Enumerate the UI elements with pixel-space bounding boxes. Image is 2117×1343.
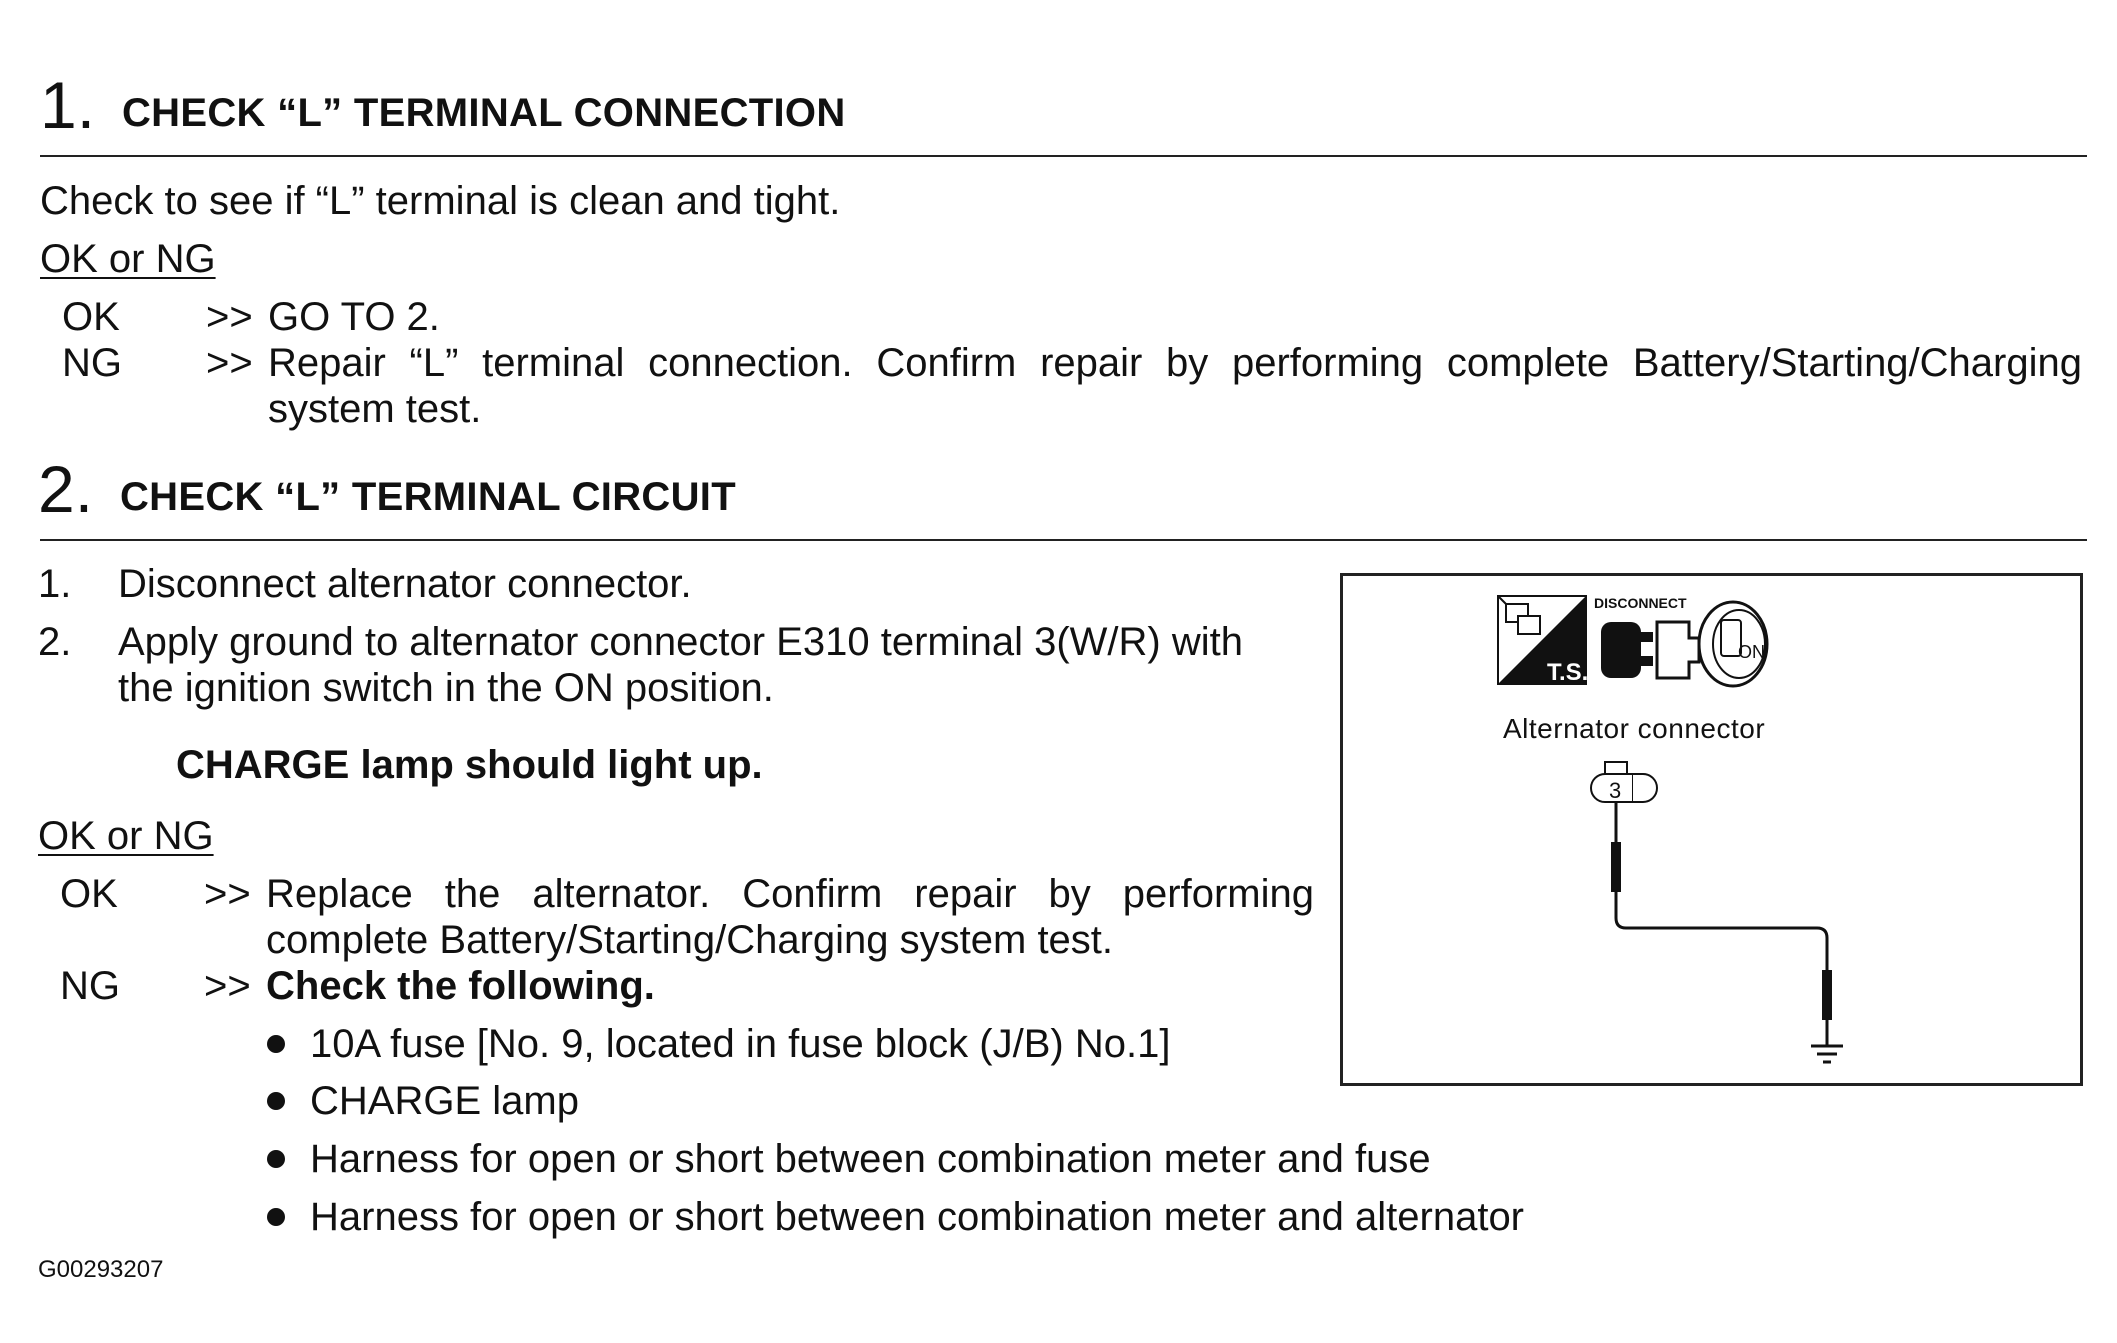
step-2-item-2-number: 2. xyxy=(38,620,72,664)
terminal-number: 3 xyxy=(1609,778,1621,803)
disconnect-label: DISCONNECT xyxy=(1594,595,1687,611)
step-2-item-2-text: Apply ground to alternator connector E31… xyxy=(118,620,1243,664)
step-1-ok-code: OK xyxy=(62,295,120,339)
step-2-ng-code: NG xyxy=(60,964,120,1008)
alternator-connector-figure: T.S. DISCONNECT ON Alternator connector … xyxy=(1340,573,2083,1086)
step-1-ok-text: GO TO 2. xyxy=(268,295,440,339)
step-2-title: CHECK “L” TERMINAL CIRCUIT xyxy=(120,475,736,519)
bullet-icon xyxy=(267,1208,285,1226)
step-1-number: 1. xyxy=(40,68,96,142)
on-label: ON xyxy=(1738,642,1765,662)
step-2-ng-arrow: >> xyxy=(204,964,251,1008)
figure-id: G00293207 xyxy=(38,1256,164,1283)
step-2-ok-ng-heading: OK or NG xyxy=(38,814,214,858)
check-item: CHARGE lamp xyxy=(310,1079,579,1123)
ground-icon xyxy=(1811,1044,1843,1064)
check-item: Harness for open or short between combin… xyxy=(310,1195,1525,1239)
step-2-number: 2. xyxy=(38,452,94,526)
step-2-item-1-text: Disconnect alternator connector. xyxy=(118,562,692,606)
bullet-icon xyxy=(267,1150,285,1168)
connector-icon: 3 xyxy=(1590,761,1658,803)
ts-icon: T.S. xyxy=(1497,595,1588,686)
ignition-key-icon: ON xyxy=(1697,600,1769,688)
step-1-instruction: Check to see if “L” terminal is clean an… xyxy=(40,179,841,223)
check-item: Harness for open or short between combin… xyxy=(310,1137,1431,1181)
connector-label: Alternator connector xyxy=(1503,713,1765,744)
step-1-divider xyxy=(40,155,2087,157)
step-2-ok-arrow: >> xyxy=(204,872,251,916)
ground-wire xyxy=(1611,802,1832,1046)
step-1-ok-ng-heading: OK or NG xyxy=(40,237,216,281)
disconnect-icon: DISCONNECT xyxy=(1594,595,1701,680)
connector-diagram: T.S. DISCONNECT ON Alternator connector … xyxy=(1497,595,1843,1064)
check-item: 10A fuse [No. 9, located in fuse block (… xyxy=(310,1022,1171,1066)
ts-label: T.S. xyxy=(1547,659,1588,686)
step-1-ng-code: NG xyxy=(62,341,122,385)
step-1-title: CHECK “L” TERMINAL CONNECTION xyxy=(122,91,846,135)
step-1-ng-text: Repair “L” terminal connection. Confirm … xyxy=(268,341,2082,385)
step-1-ng-text-cont: system test. xyxy=(268,387,482,431)
step-2-item-2-text-cont: the ignition switch in the ON position. xyxy=(118,666,774,710)
step-2-ok-text: Replace the alternator. Confirm repair b… xyxy=(266,872,1314,916)
step-2-ng-text: Check the following. xyxy=(266,964,655,1008)
step-2-ok-text-cont: complete Battery/Starting/Charging syste… xyxy=(266,918,1114,962)
step-1-ok-arrow: >> xyxy=(206,295,253,339)
step-2-item-1-number: 1. xyxy=(38,562,72,606)
bullet-icon xyxy=(267,1035,285,1053)
step-2-expected-result: CHARGE lamp should light up. xyxy=(176,743,763,787)
step-2-divider xyxy=(40,539,2087,541)
step-1-ng-arrow: >> xyxy=(206,341,253,385)
bullet-icon xyxy=(267,1092,285,1110)
step-2-ok-code: OK xyxy=(60,872,118,916)
